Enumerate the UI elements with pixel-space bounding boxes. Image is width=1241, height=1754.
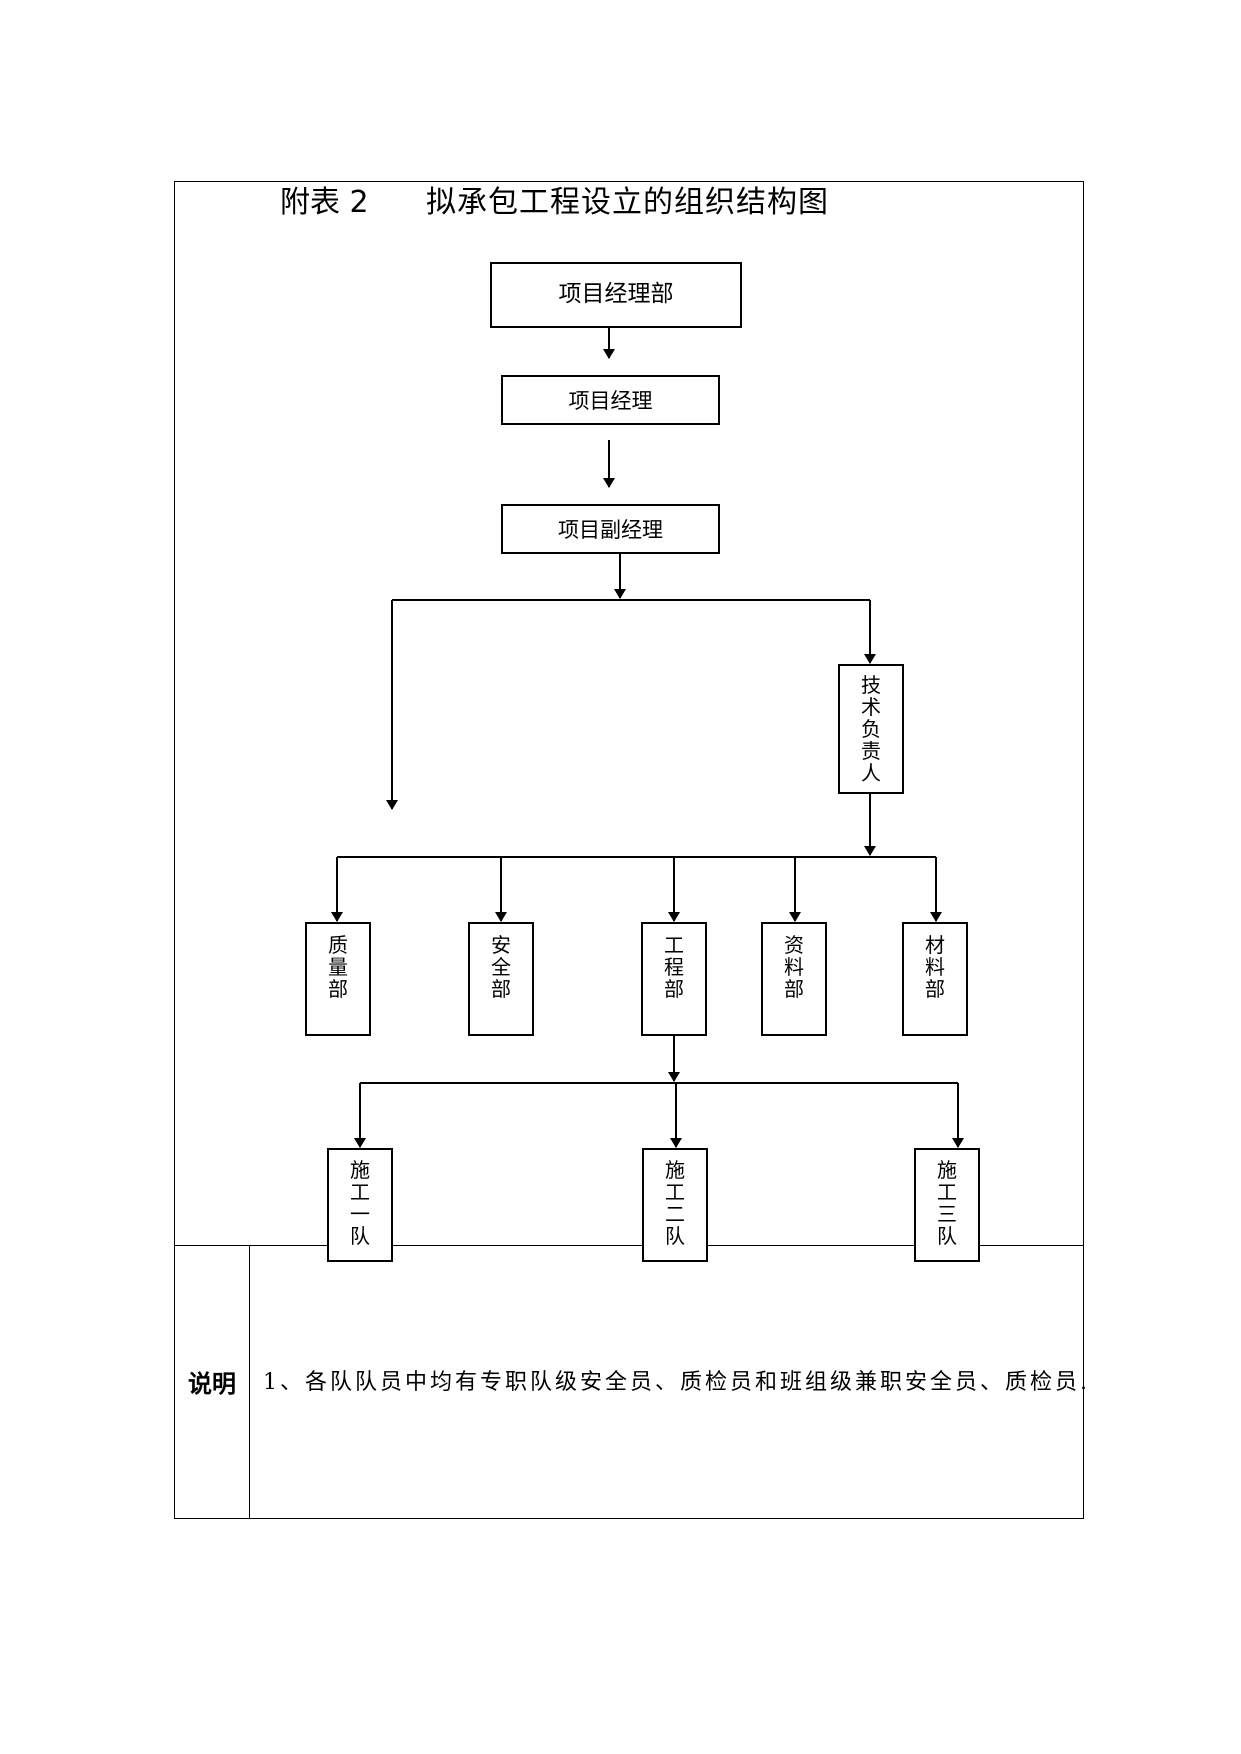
node-label: 工程部 <box>664 933 684 1001</box>
node-deputy-manager: 项目副经理 <box>501 504 720 554</box>
appendix-number: 附表 2 <box>280 185 369 220</box>
node-project-management-dept: 项目经理部 <box>490 262 742 328</box>
label-column-divider <box>249 1245 250 1519</box>
node-dept-quality: 质量部 <box>305 922 371 1036</box>
node-dept-materials: 材料部 <box>902 922 968 1036</box>
node-label: 项目经理 <box>568 389 653 413</box>
table-frame <box>174 181 1084 1519</box>
node-label: 施工三队 <box>937 1158 957 1248</box>
note-item: 1、各队队员中均有专职队级安全员、质检员和班组级兼职安全员、质检员. <box>263 1370 1090 1395</box>
notes-label: 说明 <box>188 1370 236 1398</box>
table-divider <box>174 1245 1084 1246</box>
node-label: 施工一队 <box>350 1158 370 1248</box>
diagram-title: 拟承包工程设立的组织结构图 <box>426 185 829 220</box>
node-label: 施工二队 <box>665 1158 685 1248</box>
node-team-3: 施工三队 <box>914 1148 980 1262</box>
node-technical-lead: 技术负责人 <box>838 664 904 794</box>
node-team-1: 施工一队 <box>327 1148 393 1262</box>
node-label: 材料部 <box>925 933 945 1001</box>
node-dept-records: 资料部 <box>761 922 827 1036</box>
node-label: 项目经理部 <box>558 281 674 307</box>
node-project-manager: 项目经理 <box>501 375 720 425</box>
node-label: 技术负责人 <box>861 673 881 785</box>
node-label: 资料部 <box>784 933 804 1001</box>
node-label: 项目副经理 <box>558 518 663 542</box>
node-dept-engineering: 工程部 <box>641 922 707 1036</box>
node-label: 质量部 <box>328 933 348 1001</box>
node-team-2: 施工二队 <box>642 1148 708 1262</box>
node-label: 安全部 <box>491 933 511 1001</box>
node-dept-safety: 安全部 <box>468 922 534 1036</box>
